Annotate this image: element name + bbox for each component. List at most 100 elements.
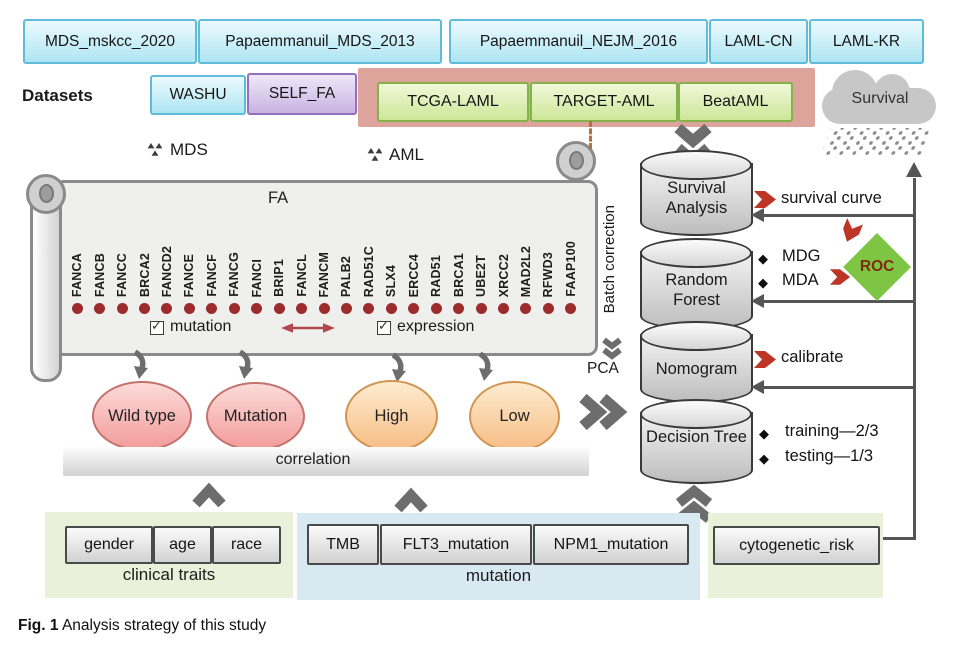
group-node-high: High xyxy=(345,380,438,452)
gene-dot xyxy=(475,303,487,314)
trait-box-label: FLT3_mutation xyxy=(402,535,510,553)
expression-legend-label: expression xyxy=(397,318,475,335)
dataset-box-label: MDS_mskcc_2020 xyxy=(44,32,176,50)
trait-box-label: TMB xyxy=(326,535,360,553)
gene-label: XRCC2 xyxy=(496,253,511,297)
arrow-left-icon xyxy=(751,380,764,394)
trefoil-icon xyxy=(367,148,383,161)
gene-column: XRCC2 xyxy=(492,208,514,314)
gene-column: RAD51 xyxy=(425,208,447,314)
gene-dot xyxy=(139,303,151,314)
training-label: training—2/3 xyxy=(785,422,879,440)
group-node-wild-type: Wild type xyxy=(92,381,192,451)
trait-box-label: cytogenetic_risk xyxy=(739,536,854,554)
gene-label: BRCA2 xyxy=(137,252,152,297)
dataset-box-self-fa: SELF_FA xyxy=(247,73,357,115)
pipeline-step-label: Nomogram xyxy=(655,360,738,378)
gene-dot xyxy=(520,303,532,314)
dataset-box-label: LAML-KR xyxy=(832,32,901,50)
cohort-label-mds: MDS xyxy=(170,140,208,159)
gene-dot xyxy=(453,303,465,314)
gene-column: FANCE xyxy=(178,208,200,314)
gene-dot xyxy=(408,303,420,314)
gene-dot xyxy=(206,303,218,314)
cloud-base xyxy=(822,88,936,124)
gene-column: FANCL xyxy=(290,208,312,314)
feedback-line-cytogenetic xyxy=(878,537,916,540)
gene-column: BRCA1 xyxy=(447,208,469,314)
dataset-box-label: BeatAML xyxy=(702,93,769,110)
dataset-box-label: TCGA-LAML xyxy=(407,93,499,110)
survival-cloud-label: Survival xyxy=(851,90,909,107)
gene-dot xyxy=(94,303,106,314)
gene-label: SLX4 xyxy=(384,264,399,297)
feedback-line-vertical xyxy=(913,178,916,540)
diamond-bullet-icon: ◆ xyxy=(759,451,769,466)
gene-label: BRIP1 xyxy=(272,259,287,297)
red-arrow-right-icon xyxy=(754,351,776,368)
pipeline-step-label: Random Forest xyxy=(665,271,728,309)
datasets-row-label: Datasets xyxy=(22,86,93,105)
gene-label: BRCA1 xyxy=(451,252,466,297)
trait-box-cytogenetic-risk: cytogenetic_risk xyxy=(713,526,880,565)
dataset-box-washu: WASHU xyxy=(150,75,246,115)
cylinder-top xyxy=(640,399,752,429)
dataset-box-mds-mskcc-2020: MDS_mskcc_2020 xyxy=(23,19,197,64)
correlation-bar xyxy=(63,447,589,476)
dashed-connector xyxy=(589,121,592,149)
gene-label: RAD51C xyxy=(361,245,376,297)
gene-label: FAAP100 xyxy=(563,241,578,297)
cohort-label-aml: AML xyxy=(389,145,424,164)
gene-dot xyxy=(228,303,240,314)
group-node-label: Wild type xyxy=(108,406,176,425)
trait-box-flt3-mutation: FLT3_mutation xyxy=(380,524,532,565)
mdg-label: MDG xyxy=(782,247,821,265)
gene-label: RFWD3 xyxy=(541,251,556,297)
gene-label: FANCL xyxy=(294,254,309,297)
gene-label: FANCC xyxy=(115,252,130,297)
trait-box-race: race xyxy=(212,526,281,564)
testing-label: testing—1/3 xyxy=(785,447,874,465)
feedback-line-forest xyxy=(758,300,916,303)
gene-column: ERCC4 xyxy=(403,208,425,314)
trait-box-npm1-mutation: NPM1_mutation xyxy=(533,524,689,565)
dataset-box-label: SELF_FA xyxy=(268,85,336,102)
mutation-container-label: mutation xyxy=(465,566,532,585)
gene-column: BRCA2 xyxy=(133,208,155,314)
caption-text: Analysis strategy of this study xyxy=(61,617,267,634)
arrow-flick-down-icon xyxy=(133,349,148,379)
dataset-box-laml-cn: LAML-CN xyxy=(709,19,808,64)
trait-box-tmb: TMB xyxy=(307,524,379,565)
dataset-box-label: WASHU xyxy=(169,86,227,103)
gene-column: FANCI xyxy=(246,208,268,314)
arrow-left-icon xyxy=(751,294,764,308)
group-node-low: Low xyxy=(469,381,560,452)
caption-number: Fig. 1 xyxy=(18,617,59,634)
gene-label: FANCG xyxy=(227,252,242,297)
gene-label: FANCF xyxy=(204,254,219,297)
calibrate-label: calibrate xyxy=(781,348,844,366)
trait-box-label: race xyxy=(230,536,263,553)
scroll-roll-edge xyxy=(30,184,62,382)
correlation-label: correlation xyxy=(275,451,351,468)
group-node-label: High xyxy=(374,406,409,425)
chevron-up-icon xyxy=(192,482,226,508)
gene-column: FANCD2 xyxy=(156,208,178,314)
clinical-traits-label: clinical traits xyxy=(122,565,216,584)
trait-box-age: age xyxy=(153,526,212,564)
pipeline-step-decision-tree: Decision Tree xyxy=(640,399,753,484)
gene-column: FANCF xyxy=(201,208,223,314)
survival-cloud: Survival xyxy=(820,70,940,126)
gene-dot xyxy=(542,303,554,314)
diamond-bullet-icon: ◆ xyxy=(759,426,769,441)
roc-label: ROC xyxy=(859,257,895,275)
mda-label: MDA xyxy=(782,271,819,289)
trait-box-label: age xyxy=(169,536,196,553)
pca-label: PCA xyxy=(587,360,619,377)
red-arrow-right-icon xyxy=(829,269,851,285)
pipeline-step-nomogram: Nomogram xyxy=(640,321,753,403)
red-arrow-bent-icon xyxy=(843,218,864,242)
dataset-box-target-aml: TARGET-AML xyxy=(530,82,678,122)
group-node-label: Low xyxy=(499,407,530,425)
gene-dot xyxy=(116,303,128,314)
